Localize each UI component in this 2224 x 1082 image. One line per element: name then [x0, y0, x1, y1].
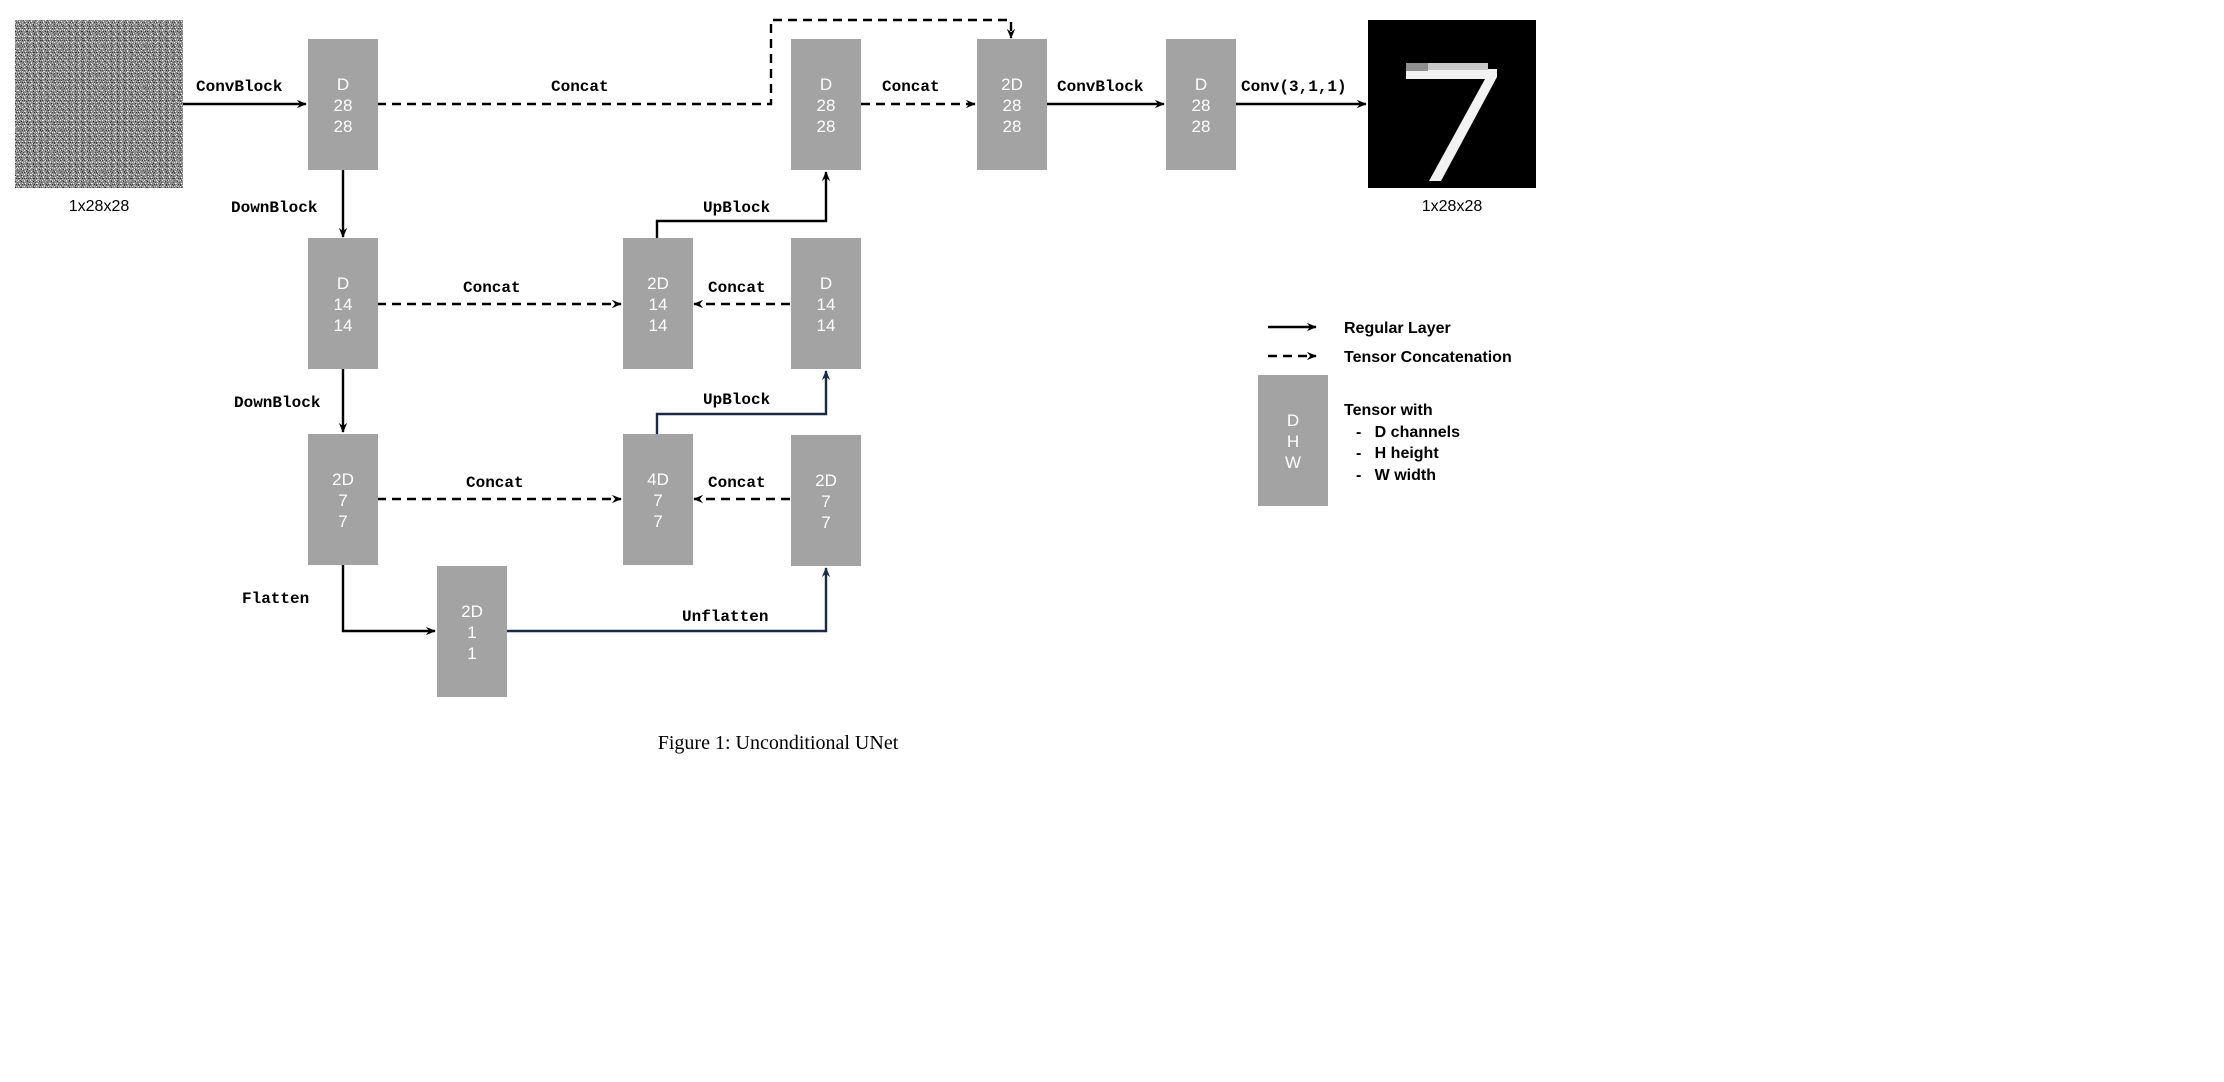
legend-item-height: - H height [1356, 445, 1439, 462]
svg-text:28: 28 [334, 117, 353, 136]
svg-text:7: 7 [653, 512, 662, 531]
op-concat-mid-right: Concat [708, 279, 766, 297]
input-shape-label: 1x28x28 [69, 198, 130, 215]
legend-item-channels: - D channels [1356, 424, 1460, 441]
unet-diagram: 1x28x28 1x28x28 ConvBlock Concat DownBlo… [15, 18, 1536, 754]
svg-text:14: 14 [334, 316, 353, 335]
svg-text:28: 28 [334, 96, 353, 115]
svg-text:7: 7 [653, 491, 662, 510]
tensor-cat1: 2D 28 28 [977, 39, 1047, 170]
tensor-enc1: D 28 28 [308, 39, 378, 170]
tensor-cat2: 2D 14 14 [623, 238, 693, 369]
svg-text:28: 28 [1003, 96, 1022, 115]
legend-tensor-title: Tensor with [1344, 402, 1433, 419]
svg-text:2D: 2D [647, 274, 669, 293]
op-conv-in: ConvBlock [196, 78, 283, 96]
svg-text:14: 14 [649, 316, 668, 335]
op-conv-block-out: ConvBlock [1057, 78, 1144, 96]
tensor-cat3: 4D 7 7 [623, 434, 693, 565]
op-flatten: Flatten [242, 590, 309, 608]
tensor-enc2: D 14 14 [308, 238, 378, 369]
svg-text:D: D [1287, 411, 1299, 430]
op-unflatten: Unflatten [682, 608, 768, 626]
op-upblock-mid: UpBlock [703, 391, 771, 409]
svg-text:2D: 2D [1001, 75, 1023, 94]
legend-tensor-box: D H W [1258, 375, 1328, 506]
svg-text:14: 14 [649, 295, 668, 314]
svg-text:14: 14 [817, 295, 836, 314]
svg-text:H: H [1287, 432, 1299, 451]
svg-text:1: 1 [467, 644, 476, 663]
legend-regular-label: Regular Layer [1344, 320, 1451, 337]
svg-text:D: D [820, 75, 832, 94]
output-digit-image [1368, 20, 1536, 188]
svg-text:W: W [1285, 453, 1301, 472]
op-upblock-top: UpBlock [703, 199, 771, 217]
svg-text:28: 28 [1192, 117, 1211, 136]
svg-text:7: 7 [821, 492, 830, 511]
skip-concat-top [377, 18, 1016, 106]
unflatten-arrow [506, 567, 831, 633]
svg-text:7: 7 [338, 491, 347, 510]
svg-text:1: 1 [467, 623, 476, 642]
svg-text:2D: 2D [461, 602, 483, 621]
tensor-unflat: 2D 7 7 [791, 435, 861, 566]
svg-text:14: 14 [817, 316, 836, 335]
op-down1: DownBlock [231, 199, 318, 217]
tensor-up1: D 28 28 [791, 39, 861, 170]
input-noise-image [15, 20, 183, 188]
op-down2: DownBlock [234, 394, 321, 412]
svg-text:4D: 4D [647, 470, 669, 489]
svg-text:D: D [820, 274, 832, 293]
svg-text:D: D [1195, 75, 1207, 94]
figure-caption: Figure 1: Unconditional UNet [658, 732, 899, 754]
svg-text:14: 14 [334, 295, 353, 314]
op-concat-low-right: Concat [708, 474, 766, 492]
tensor-enc3: 2D 7 7 [308, 434, 378, 565]
op-concat-top-right: Concat [882, 78, 940, 96]
svg-text:7: 7 [338, 512, 347, 531]
op-concat-top: Concat [551, 78, 609, 96]
tensor-bottleneck: 2D 1 1 [437, 566, 507, 697]
output-shape-label: 1x28x28 [1422, 198, 1483, 215]
op-final-conv: Conv(3,1,1) [1241, 78, 1347, 96]
tensor-conv-out: D 28 28 [1166, 39, 1236, 170]
legend-item-width: - W width [1356, 467, 1436, 484]
upblock-top-arrow [655, 171, 831, 239]
svg-text:28: 28 [817, 96, 836, 115]
flatten-arrow [341, 565, 436, 636]
svg-text:7: 7 [821, 513, 830, 532]
tensor-up2: D 14 14 [791, 238, 861, 369]
svg-text:D: D [337, 274, 349, 293]
upblock-mid-arrow [655, 370, 831, 434]
svg-text:28: 28 [817, 117, 836, 136]
svg-text:D: D [337, 75, 349, 94]
svg-text:28: 28 [1192, 96, 1211, 115]
legend-concat-label: Tensor Concatenation [1344, 349, 1512, 366]
op-concat-mid: Concat [463, 279, 521, 297]
svg-text:28: 28 [1003, 117, 1022, 136]
op-concat-low: Concat [466, 474, 524, 492]
svg-text:2D: 2D [332, 470, 354, 489]
legend: Regular Layer Tensor Concatenation D H W… [1258, 320, 1512, 506]
svg-text:2D: 2D [815, 471, 837, 490]
